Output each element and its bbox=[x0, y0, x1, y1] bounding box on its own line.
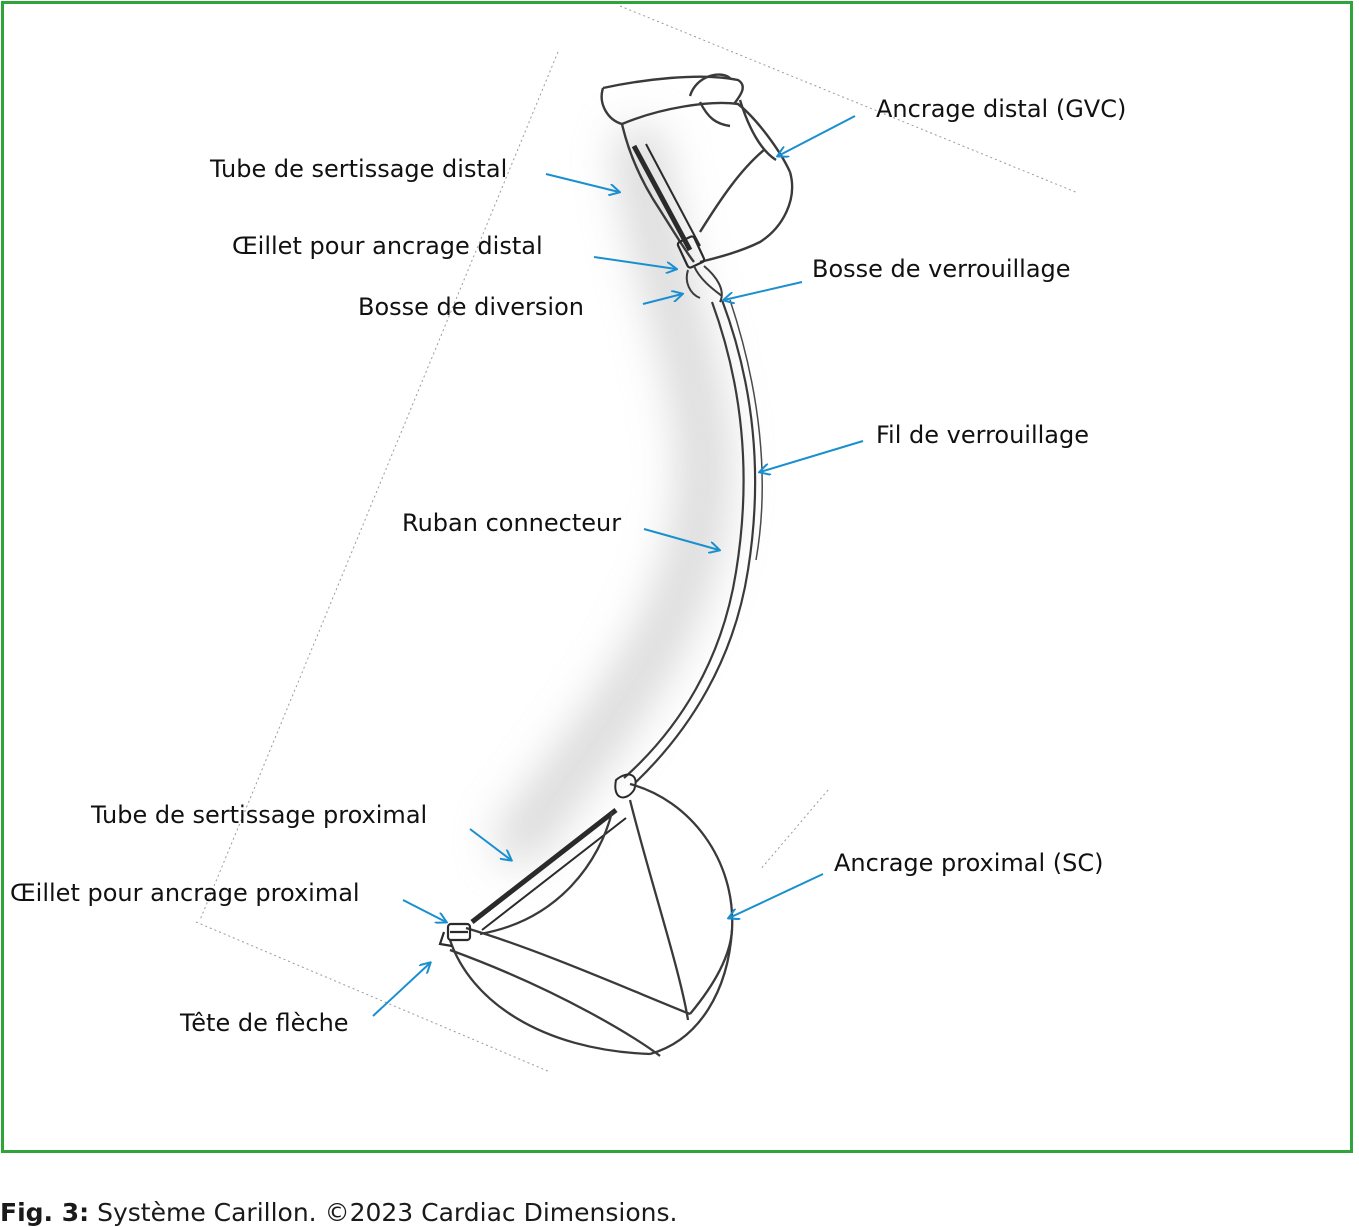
arrow-oeillet-distal bbox=[593, 256, 676, 269]
distal-crimp-tube bbox=[631, 143, 706, 269]
figure-caption: Fig. 3: Système Carillon. ©2023 Cardiac … bbox=[0, 1198, 677, 1227]
arrow-tete-fleche bbox=[372, 963, 430, 1017]
arrow-bosse-verrouillage bbox=[724, 281, 803, 300]
device-shadow bbox=[496, 126, 729, 864]
label-ancrage-proximal: Ancrage proximal (SC) bbox=[834, 849, 1104, 877]
label-bosse-diversion: Bosse de diversion bbox=[358, 293, 584, 321]
proximal-crimp-tube bbox=[470, 773, 637, 931]
carillon-illustration bbox=[195, 5, 1079, 1073]
distal-anchor bbox=[600, 73, 794, 264]
arrow-ruban bbox=[643, 528, 719, 550]
proximal-eyelet bbox=[438, 922, 472, 948]
arrow-ancrage-proximal bbox=[729, 873, 824, 918]
connector-ribbon bbox=[623, 299, 757, 783]
label-oeillet-distal: Œillet pour ancrage distal bbox=[232, 232, 543, 260]
label-ruban-connecteur: Ruban connecteur bbox=[402, 509, 622, 537]
label-tube-proximal: Tube de sertissage proximal bbox=[91, 801, 428, 829]
label-tete-fleche: Tête de flèche bbox=[180, 1009, 349, 1037]
annotation-arrows bbox=[372, 115, 864, 1017]
arrow-fil-verrouillage bbox=[760, 440, 864, 472]
arrow-tube-proximal bbox=[469, 828, 511, 860]
arrow-ancrage-distal bbox=[778, 115, 856, 156]
label-ancrage-distal: Ancrage distal (GVC) bbox=[876, 95, 1127, 123]
arrow-tube-distal bbox=[545, 173, 619, 192]
label-oeillet-proximal: Œillet pour ancrage proximal bbox=[10, 879, 360, 907]
caption-prefix: Fig. 3: bbox=[0, 1198, 90, 1227]
arrow-oeillet-proximal bbox=[402, 899, 446, 922]
label-bosse-verrouillage: Bosse de verrouillage bbox=[812, 255, 1071, 283]
label-fil-verrouillage: Fil de verrouillage bbox=[876, 421, 1090, 449]
caption-text: Système Carillon. ©2023 Cardiac Dimensio… bbox=[89, 1198, 678, 1227]
lock-wire bbox=[729, 299, 763, 561]
arrow-bosse-diversion bbox=[642, 294, 682, 305]
label-tube-distal: Tube de sertissage distal bbox=[210, 155, 508, 183]
photo-edge-lines bbox=[195, 5, 1079, 1073]
proximal-anchor bbox=[448, 782, 734, 1057]
